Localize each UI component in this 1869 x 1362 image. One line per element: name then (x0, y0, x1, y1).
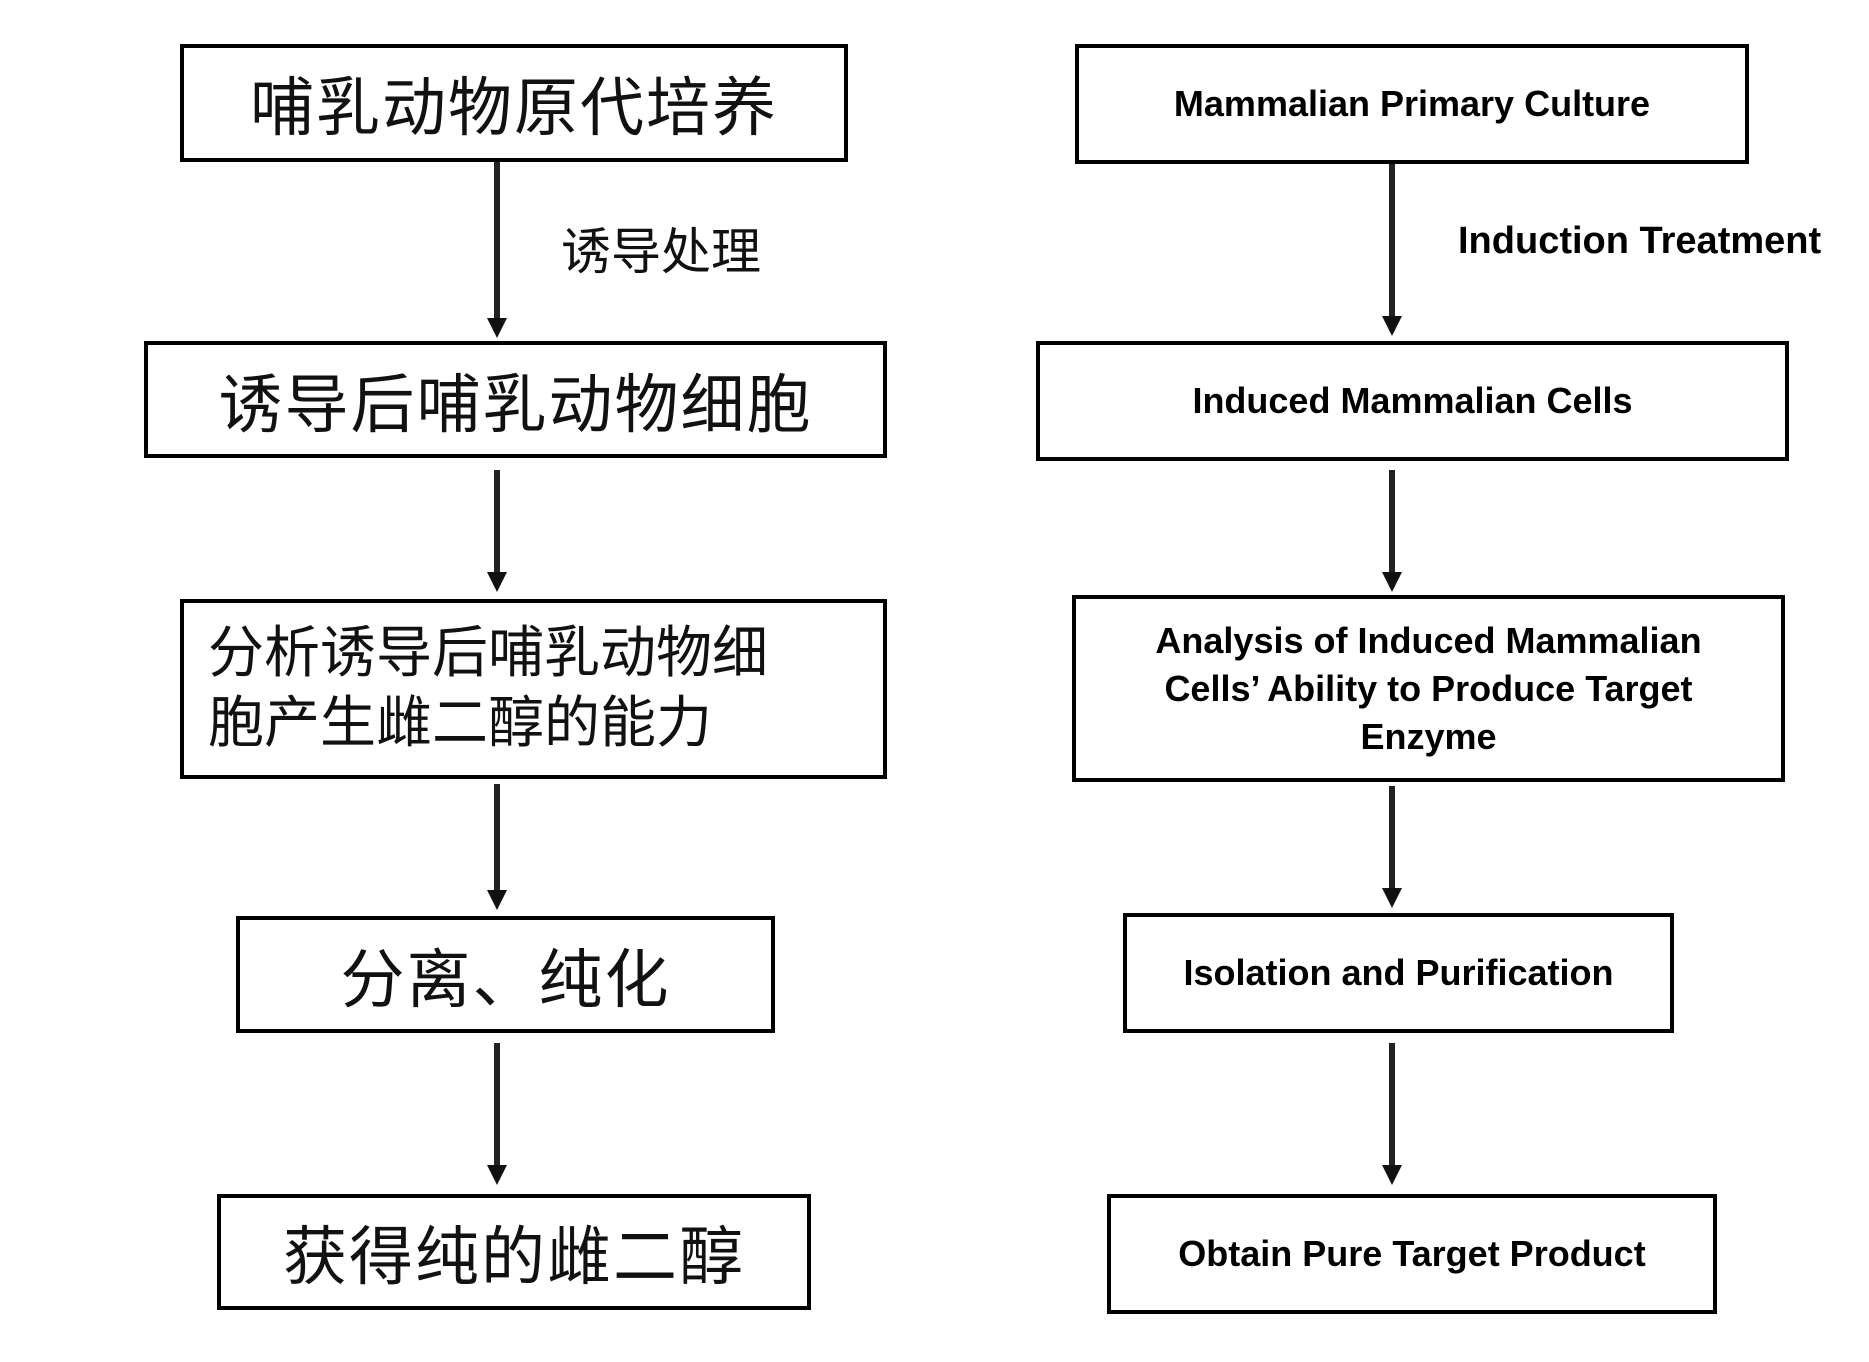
right-step-5-text: Obtain Pure Target Product (1178, 1233, 1646, 1274)
left-step-1-box: 哺乳动物原代培养 (180, 44, 848, 162)
right-step-4-text: Isolation and Purification (1183, 952, 1614, 993)
right-step-3-box: Analysis of Induced Mammalian Cells’ Abi… (1072, 595, 1785, 782)
left-step-4-box: 分离、纯化 (236, 916, 775, 1033)
right-step-2-box: Induced Mammalian Cells (1036, 341, 1789, 461)
left-step-1-text: 哺乳动物原代培养 (250, 72, 778, 146)
right-step-3-line-2: Cells’ Ability to Produce Target (1164, 667, 1693, 709)
right-step-1-text: Mammalian Primary Culture (1173, 83, 1651, 124)
left-step-3-line-2: 胞产生雌二醇的能力 (208, 691, 712, 756)
right-step-1-box: Mammalian Primary Culture (1075, 44, 1749, 164)
left-step-3-box: 分析诱导后哺乳动物细 胞产生雌二醇的能力 (180, 599, 887, 779)
right-edge-label: Induction Treatment (1458, 220, 1822, 262)
right-step-3-line-1: Analysis of Induced Mammalian (1155, 619, 1702, 661)
left-step-3-line-1: 分析诱导后哺乳动物细 (208, 621, 768, 686)
left-step-5-box: 获得纯的雌二醇 (217, 1194, 811, 1310)
left-step-2-text: 诱导后哺乳动物细胞 (218, 368, 813, 443)
left-step-5-text: 获得纯的雌二醇 (283, 1221, 745, 1295)
right-step-5-box: Obtain Pure Target Product (1107, 1194, 1717, 1314)
left-step-4-text: 分离、纯化 (340, 943, 671, 1018)
right-step-3-line-3: Enzyme (1360, 715, 1497, 757)
right-step-2-text: Induced Mammalian Cells (1192, 380, 1633, 421)
left-edge-label: 诱导处理 (561, 223, 761, 281)
left-step-2-box: 诱导后哺乳动物细胞 (144, 341, 887, 458)
right-step-4-box: Isolation and Purification (1123, 913, 1674, 1033)
